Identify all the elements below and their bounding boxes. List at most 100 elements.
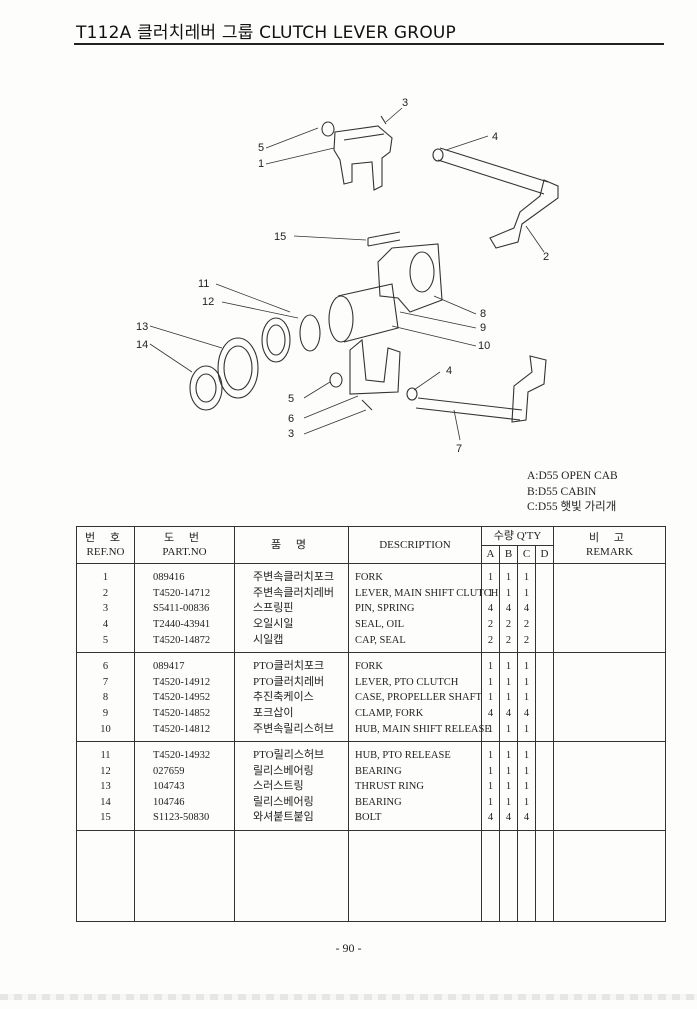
- cell-part: T4520-14932: [153, 750, 211, 762]
- cell-ref: 5: [102, 634, 109, 646]
- header-qty-c: C: [517, 544, 536, 565]
- cell-c: 1: [523, 572, 530, 584]
- cell-a: 1: [487, 676, 494, 688]
- callout-8: 8: [480, 308, 486, 320]
- bearing-13: [217, 337, 259, 399]
- column-a: 1 1 1 1 4: [481, 741, 500, 831]
- cell-name: 추진축케이스: [253, 691, 314, 704]
- seal-cap-lower: [329, 372, 343, 388]
- cell-a: 1: [487, 692, 494, 704]
- cell-b: 1: [505, 692, 512, 704]
- fork-lower: [349, 338, 401, 395]
- cell-desc: CLAMP, FORK: [355, 707, 424, 719]
- exploded-parts-diagram: 3 4 5 1 2 15 11 12 8 9 10 13 14 4 5 6 3 …: [136, 97, 559, 455]
- model-legend: A:D55 OPEN CAB B:D55 CABIN C:D55 햇빛 가리개: [527, 469, 618, 516]
- cell-part: T4520-14712: [153, 587, 211, 599]
- callout-5: 5: [258, 142, 264, 154]
- cell-c: 4: [523, 812, 530, 824]
- cell-c: 4: [523, 603, 530, 615]
- column-remark: [553, 652, 667, 743]
- cell-a: 1: [487, 750, 494, 762]
- cell-d: [536, 570, 553, 586]
- cell-a: 1: [487, 765, 494, 777]
- header-qty-d: D: [534, 544, 555, 565]
- cell-b: 2: [505, 634, 512, 646]
- cell-part: S1123-50830: [153, 812, 210, 824]
- legend-b: B:D55 CABIN: [527, 485, 597, 498]
- bearing-14: [189, 365, 223, 411]
- callout-3: 3: [402, 97, 408, 109]
- callout-7: 7: [456, 443, 462, 455]
- cell-d: [536, 706, 553, 722]
- cell-part: 104746: [153, 796, 185, 808]
- cell-part: 027659: [153, 765, 185, 777]
- cell-b: 1: [505, 676, 512, 688]
- cell-desc: HUB, PTO RELEASE: [355, 750, 451, 762]
- column-remark: [553, 563, 667, 654]
- cell-a: 4: [487, 812, 494, 824]
- cell-d: [536, 690, 553, 706]
- callout-2: 2: [543, 251, 549, 263]
- scan-edge: [0, 994, 697, 1000]
- seal-cap-upper: [321, 121, 335, 137]
- cell-part: S5411-00836: [153, 603, 210, 615]
- empty-cell: [553, 829, 667, 923]
- cell-b: 4: [505, 603, 512, 615]
- cell-ref: 15: [100, 812, 111, 824]
- cell-b: 1: [505, 796, 512, 808]
- cell-c: 1: [523, 661, 530, 673]
- empty-cell: [534, 829, 555, 923]
- cell-ref: 11: [100, 750, 111, 762]
- cell-name: PTO클러치레버: [253, 675, 325, 688]
- page-title: T112A 클러치레버 그룹 CLUTCH LEVER GROUP: [76, 23, 456, 43]
- cell-ref: 10: [100, 723, 111, 735]
- cell-ref: 3: [102, 603, 109, 615]
- cell-name: 와셔붙트붙임: [253, 811, 314, 824]
- cell-d: [536, 722, 553, 738]
- cell-name: 릴리스베어링: [253, 764, 314, 777]
- header-qty: 수량 Q'TY: [480, 526, 555, 546]
- shaft-upper: [437, 147, 549, 195]
- cell-c: 4: [523, 707, 530, 719]
- header-name: 품 명: [234, 525, 349, 565]
- cell-name: 시일캡: [253, 633, 284, 646]
- callout-14: 14: [136, 339, 148, 351]
- cell-d: [536, 675, 553, 691]
- callout-15: 15: [274, 231, 286, 243]
- cell-d: [536, 601, 553, 617]
- cell-a: 1: [487, 796, 494, 808]
- empty-cell: [499, 829, 518, 923]
- cell-b: 1: [505, 750, 512, 762]
- cell-d: [536, 633, 553, 649]
- empty-cell: [134, 829, 235, 923]
- cell-part: T4520-14872: [153, 634, 211, 646]
- callout-6: 6: [288, 413, 294, 425]
- title-rule: [74, 43, 664, 45]
- cell-a: 1: [487, 781, 494, 793]
- cell-part: 089416: [153, 572, 185, 584]
- release-hub: [337, 283, 399, 343]
- cell-b: 1: [505, 661, 512, 673]
- callout-5-lower: 5: [288, 393, 294, 405]
- cell-d: [536, 810, 553, 826]
- cell-desc: LEVER, MAIN SHIFT CLUTCH: [355, 587, 499, 599]
- callout-4-lower: 4: [446, 365, 452, 377]
- column-d: [534, 741, 555, 831]
- bolt: [367, 231, 401, 247]
- cell-ref: 4: [102, 619, 109, 630]
- cell-desc: BEARING: [355, 796, 402, 808]
- cell-d: [536, 659, 553, 675]
- cell-desc: THRUST RING: [355, 781, 424, 793]
